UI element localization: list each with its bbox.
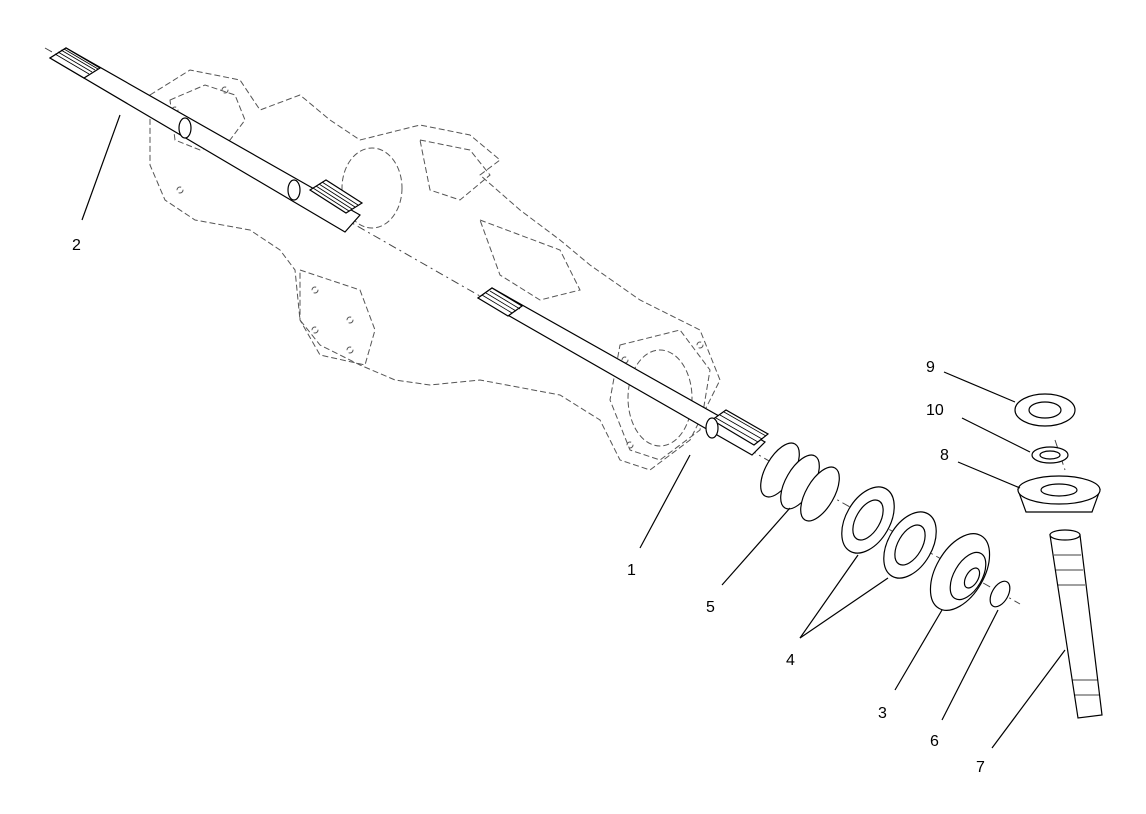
bevel-gear-3 <box>929 533 991 611</box>
axle-shaft-1 <box>476 287 770 456</box>
callout-4: 4 <box>786 652 795 669</box>
callout-3: 3 <box>878 705 887 722</box>
callout-1: 1 <box>627 562 636 579</box>
bearings-4 <box>841 486 937 579</box>
callout-labels: 1 2 3 4 5 6 7 8 9 10 <box>72 237 985 776</box>
callout-8: 8 <box>940 447 949 464</box>
axle-housing-phantom <box>149 69 721 471</box>
callout-6: 6 <box>930 733 939 750</box>
axle-shaft-2 <box>48 47 364 233</box>
pinion-shaft-7 <box>1049 529 1103 719</box>
leader-lines <box>81 114 1066 749</box>
callout-10: 10 <box>926 402 944 419</box>
callout-2: 2 <box>72 237 81 254</box>
callout-7: 7 <box>976 759 985 776</box>
snap-rings-5 <box>760 442 840 522</box>
callout-5: 5 <box>706 599 715 616</box>
callout-9: 9 <box>926 359 935 376</box>
bevel-gear-8 <box>1017 475 1101 513</box>
washer-10 <box>1031 446 1069 464</box>
bearing-9 <box>1014 393 1076 427</box>
retaining-ring-6 <box>989 580 1011 608</box>
